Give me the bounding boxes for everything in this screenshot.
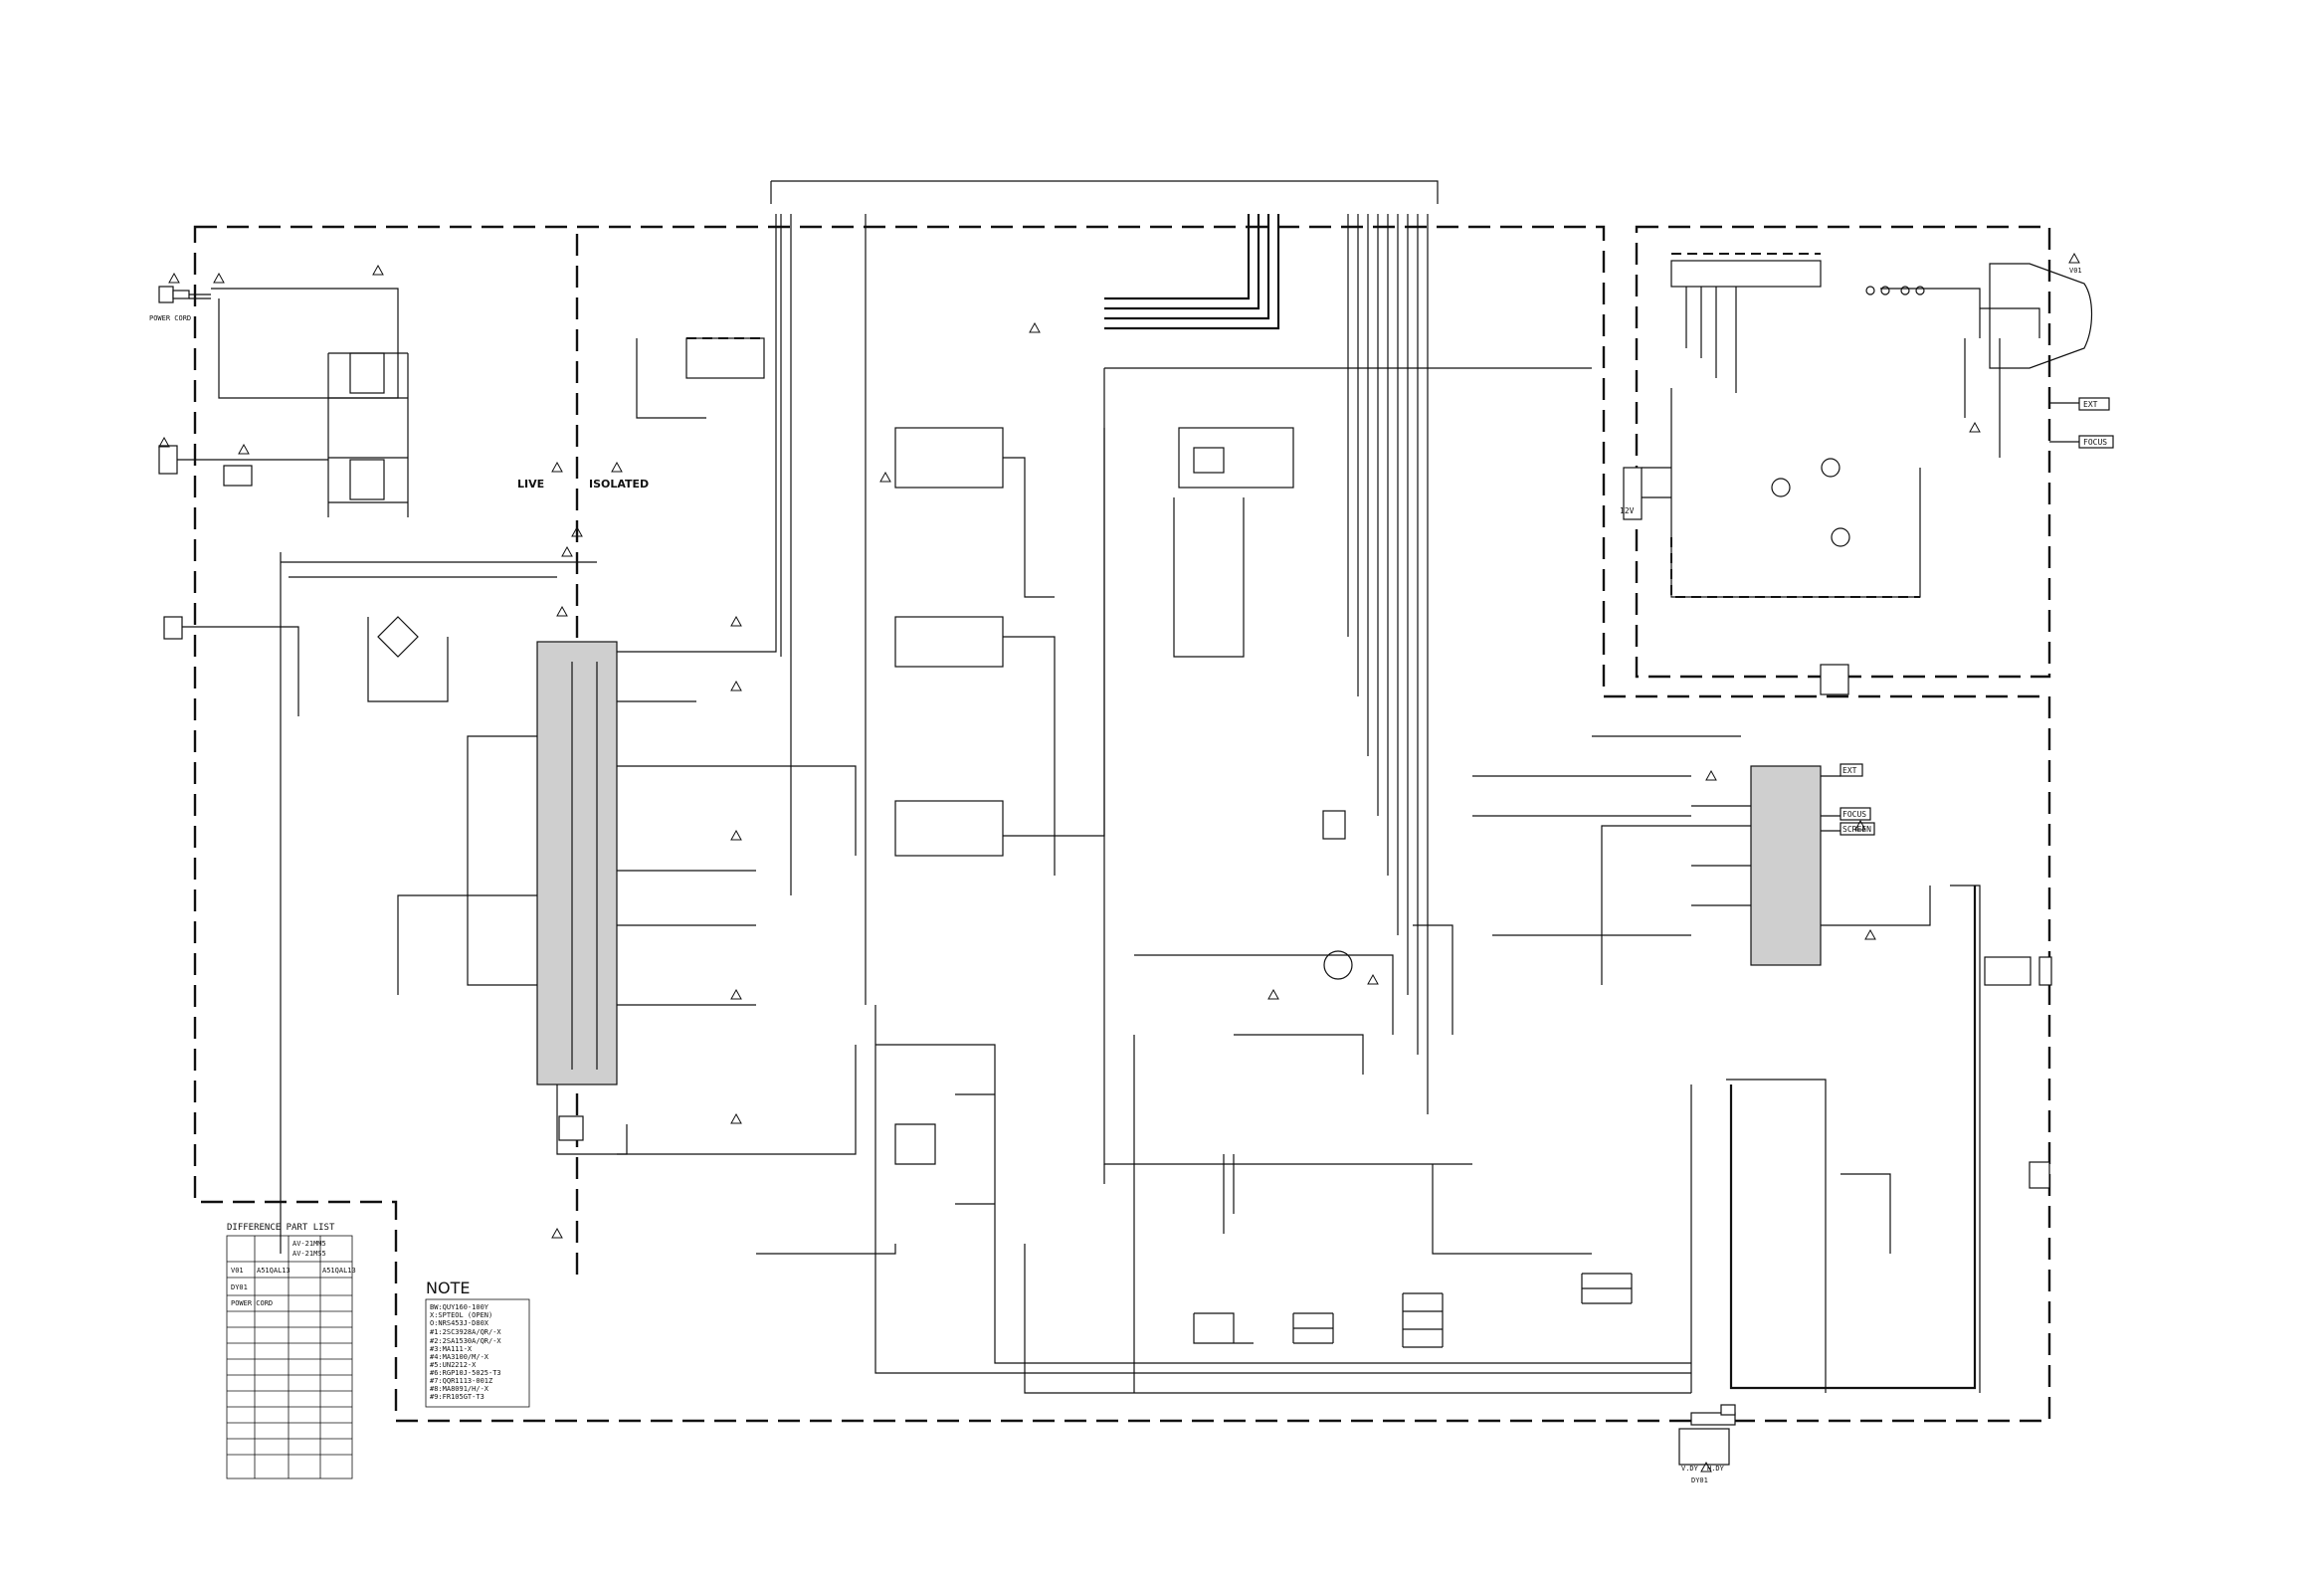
horizontal-ic (1601, 765, 2052, 1393)
diff-col-2: AV-21MS5 (292, 1250, 326, 1258)
note-line: #5:UN2212-X (430, 1361, 477, 1369)
warning-triangle-icon (551, 461, 563, 473)
warning-triangle-icon (730, 615, 742, 627)
warning-triangle-icon (2068, 252, 2080, 264)
misc-wiring (617, 735, 1741, 1394)
warning-triangle-icon (730, 1112, 742, 1124)
note-line: O:NRS453J-D80X (430, 1319, 489, 1327)
note-line: #7:QQR1113-001Z (430, 1377, 492, 1385)
note-title: NOTE (426, 1279, 470, 1297)
warning-triangle-icon (1864, 928, 1876, 940)
warning-triangle-icon (168, 272, 180, 284)
warning-triangle-icon (1969, 421, 1981, 433)
note-line: #3:MA111-X (430, 1345, 473, 1353)
live-label: LIVE (517, 478, 544, 491)
isolated-label: ISOLATED (589, 478, 649, 491)
power-cord-label: POWER CORD (149, 314, 191, 322)
diff-col-1: AV-21MM5 (292, 1240, 326, 1248)
warning-triangle-icon (1700, 1461, 1712, 1473)
warning-triangle-icon (730, 829, 742, 841)
note-line: #8:MA8091/H/-X (430, 1385, 489, 1393)
note-line: #9:FR105GT-T3 (430, 1393, 484, 1401)
warning-triangle-icon (1705, 769, 1717, 781)
note-line: #6:RGP10J-5025-T3 (430, 1369, 501, 1377)
warning-triangle-icon (1029, 321, 1041, 333)
ic-blocks (1134, 427, 1453, 1075)
diff-row-v01: V01 (231, 1267, 244, 1275)
warning-triangle-icon (213, 272, 225, 284)
warning-triangle-icon (730, 988, 742, 1000)
warning-triangle-icon (571, 525, 583, 537)
diff-row-power-cord: POWER CORD (231, 1299, 273, 1307)
note-line: X:SPTEOL (OPEN) (430, 1311, 492, 1319)
warning-triangle-icon (551, 1227, 563, 1239)
warning-triangle-icon (1854, 819, 1866, 831)
diff-row-dy01: DY01 (231, 1283, 248, 1291)
warning-triangle-icon (730, 680, 742, 691)
focus-tag-top: FOCUS (2083, 438, 2107, 447)
note-line: BW:QUY160-100Y (430, 1303, 489, 1311)
warning-triangle-icon (158, 436, 170, 448)
ext-tag-mid: EXT (1842, 766, 1857, 775)
difference-part-list: DIFFERENCE PART LIST AV-21MM5 AV-21MS5 V… (226, 1223, 356, 1479)
ext-tag-top: EXT (2083, 400, 2098, 409)
note-line: #2:2SA1530A/QR/-X (430, 1337, 501, 1345)
note-line: #4:MA3100/M/-X (430, 1353, 489, 1361)
crt-board: V01 EXT FOCUS 12V (1620, 253, 2114, 695)
warning-triangle-icon (611, 461, 623, 473)
dy-ref: DY01 (1691, 1477, 1708, 1484)
diff-v01-b: A51QAL13 (322, 1267, 356, 1275)
warning-triangle-icon (1267, 988, 1279, 1000)
flyback-transformer (397, 641, 756, 1155)
deflection-yoke: V.DY H.DY DY01 (1678, 1404, 1736, 1484)
v12-label: 12V (1620, 506, 1635, 515)
note-line: #1:2SC3928A/QR/-X (430, 1328, 501, 1336)
warning-triangle-icon (1367, 973, 1379, 985)
bus-wires (780, 214, 1592, 1165)
h-dy-label: H.DY (1707, 1465, 1725, 1473)
difference-list-title: DIFFERENCE PART LIST (227, 1223, 335, 1233)
warning-triangle-icon (372, 264, 384, 276)
warning-triangle-icon (561, 545, 573, 557)
power-input: POWER CORD (149, 286, 597, 1254)
warning-triangle-icon (556, 605, 568, 617)
note-block: NOTE BW:QUY160-100Y X:SPTEOL (OPEN) O:NR… (425, 1279, 530, 1408)
diff-v01-a: A51QAL13 (257, 1267, 290, 1275)
warning-triangle-icon (238, 443, 250, 455)
v-dy-label: V.DY (1681, 1465, 1699, 1473)
warning-triangle-icon (879, 471, 891, 483)
regulator-boxes (636, 214, 1105, 876)
component-groups (1193, 1154, 1633, 1348)
flyback-tags: EXT FOCUS SCREEN (1840, 763, 1875, 836)
focus-tag-mid: FOCUS (1842, 810, 1866, 819)
crt-ref: V01 (2069, 267, 2082, 275)
safety-marks (158, 252, 2080, 1473)
